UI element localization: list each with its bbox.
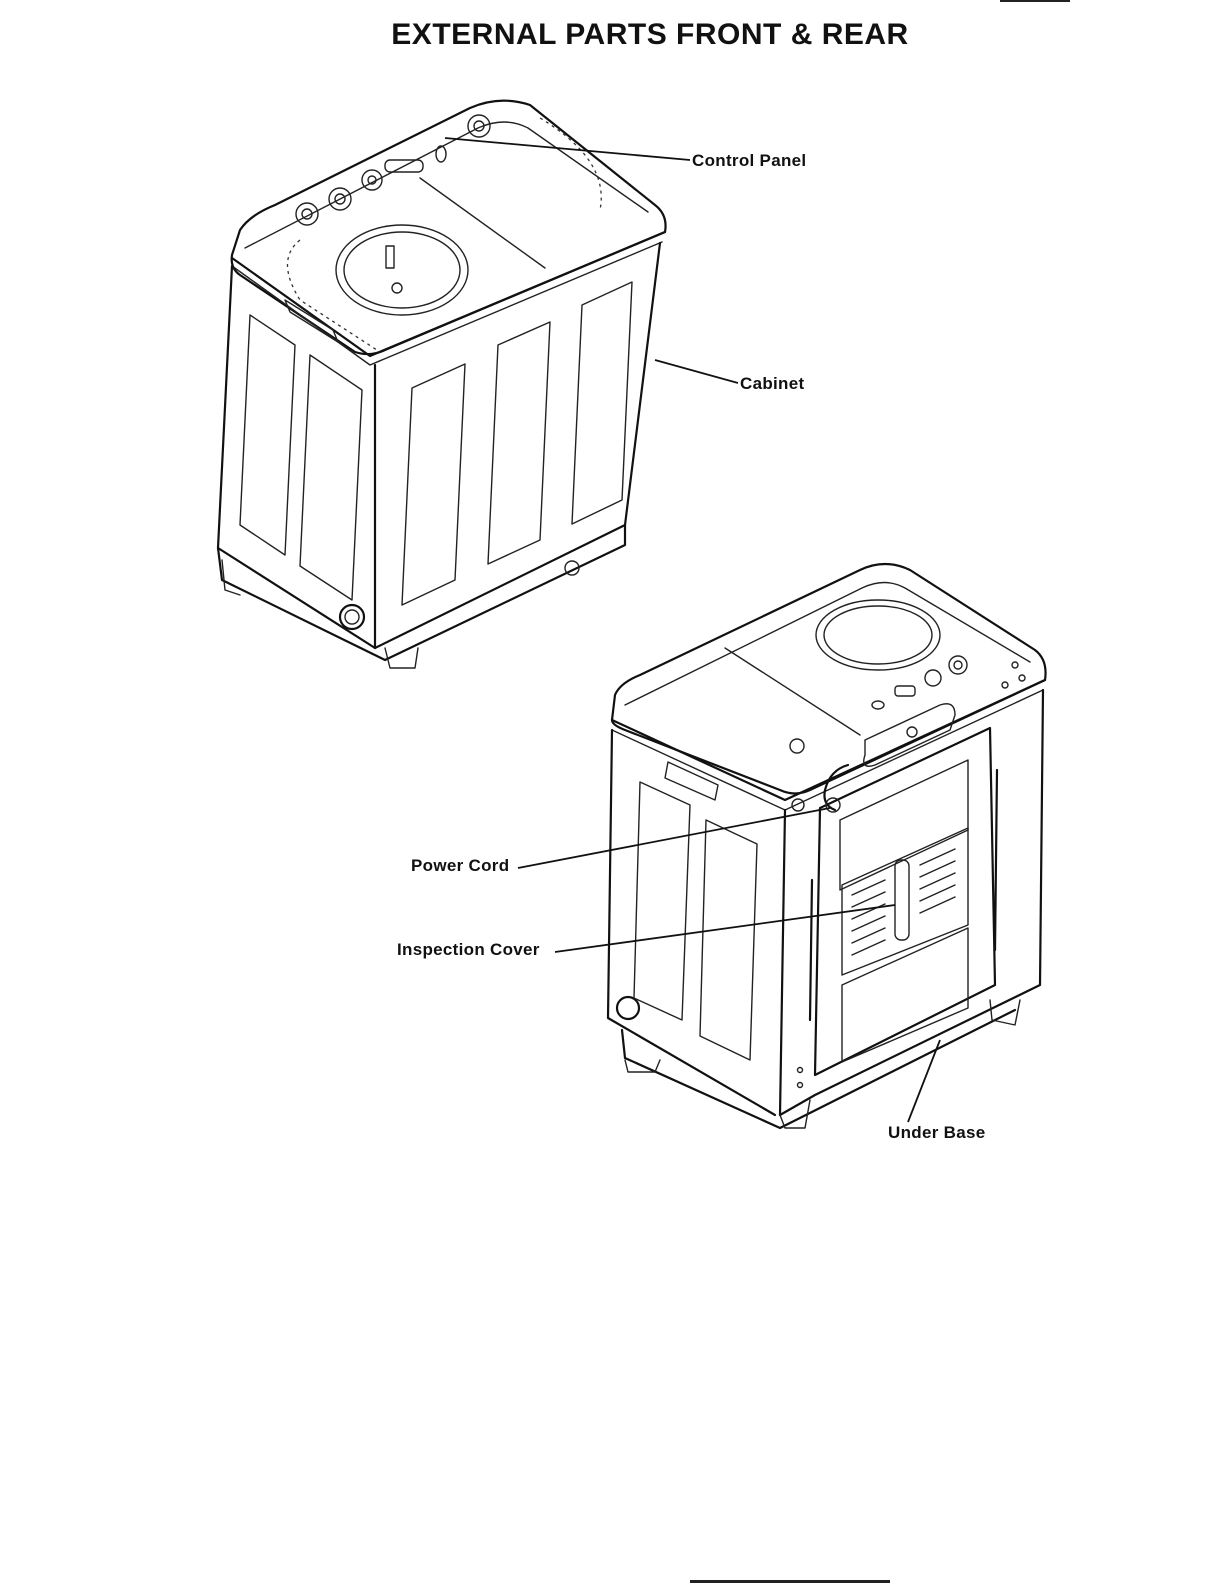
label-cabinet: Cabinet xyxy=(740,374,804,394)
bottom-rule xyxy=(690,1580,890,1583)
label-under-base: Under Base xyxy=(888,1123,985,1143)
label-power-cord: Power Cord xyxy=(411,856,509,876)
leader-under-base xyxy=(908,1040,940,1122)
label-control-panel: Control Panel xyxy=(692,151,806,171)
leader-cabinet xyxy=(655,360,738,383)
front-view-washer xyxy=(218,101,666,668)
leader-inspection-cover xyxy=(555,905,895,952)
rear-view-washer xyxy=(608,564,1046,1128)
label-inspection-cover: Inspection Cover xyxy=(397,940,540,960)
